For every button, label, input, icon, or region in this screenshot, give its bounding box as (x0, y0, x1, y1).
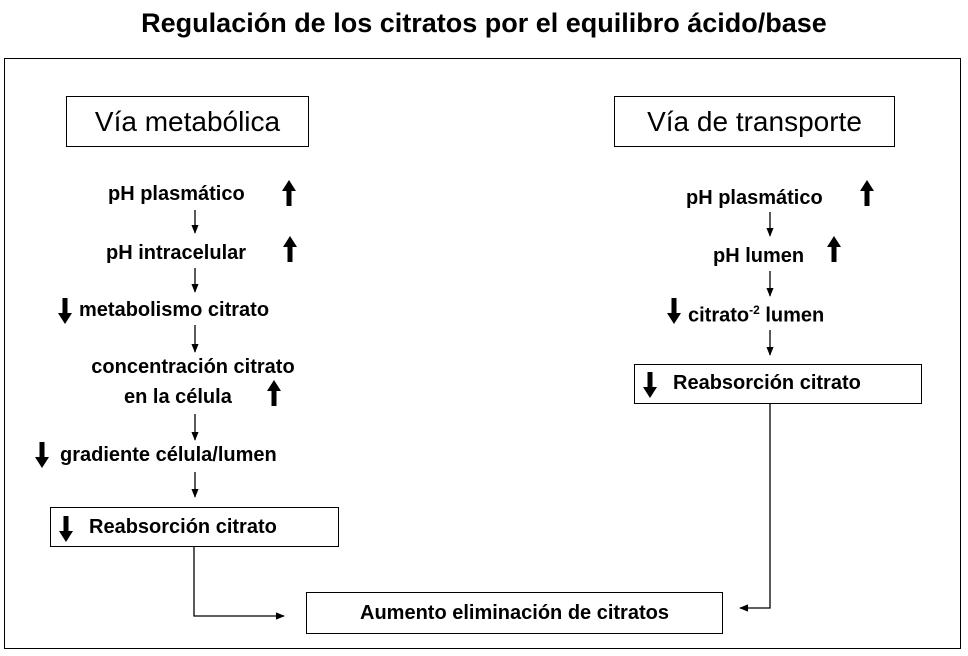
left-step-ph-plasmatico: pH plasmático (108, 183, 245, 205)
up-arrow-icon (283, 236, 297, 262)
page-title: Regulación de los citratos por el equili… (141, 8, 827, 38)
left-step-ph-intracelular: pH intracelular (106, 242, 247, 264)
left-step-metabolismo: metabolismo citrato (79, 299, 270, 321)
connector-right-to-outcome (739, 404, 771, 612)
down-arrow-icon (35, 442, 49, 468)
outcome-label: Aumento eliminación de citratos (360, 602, 669, 624)
right-heading-box: Vía de transporte (614, 96, 895, 147)
right-step-ph-lumen: pH lumen (713, 245, 805, 267)
down-arrow-icon (59, 516, 73, 542)
left-heading: Vía metabólica (94, 105, 281, 137)
left-step-concentracion-l2: en la célula (124, 386, 232, 408)
right-result-label: Reabsorción citrato (673, 372, 861, 394)
diagram-frame (4, 58, 961, 649)
connector-left-to-outcome (193, 547, 285, 620)
up-arrow-icon (827, 236, 841, 262)
lumen-label: lumen (759, 304, 825, 327)
citrato-label: citrato (688, 304, 750, 327)
left-result-label: Reabsorción citrato (89, 516, 277, 538)
right-result-box: Reabsorción citrato (634, 364, 922, 404)
left-step-concentracion-l1: concentración citrato (91, 356, 295, 378)
down-arrow-icon (58, 298, 72, 324)
down-arrow-icon (667, 298, 681, 324)
down-arrow-icon (643, 372, 657, 398)
left-step-gradiente: gradiente célula/lumen (60, 444, 277, 466)
up-arrow-icon (860, 180, 874, 206)
left-result-box: Reabsorción citrato (50, 507, 339, 547)
left-heading-box: Vía metabólica (66, 96, 309, 147)
citrato-charge: -2 (749, 303, 760, 317)
up-arrow-icon (282, 180, 296, 206)
up-arrow-icon (267, 380, 281, 406)
right-step-citrato-lumen: citrato-2 lumen (688, 303, 824, 328)
outcome-box: Aumento eliminación de citratos (306, 592, 723, 634)
right-heading: Vía de transporte (647, 105, 862, 137)
right-step-ph-plasmatico: pH plasmático (686, 187, 823, 209)
